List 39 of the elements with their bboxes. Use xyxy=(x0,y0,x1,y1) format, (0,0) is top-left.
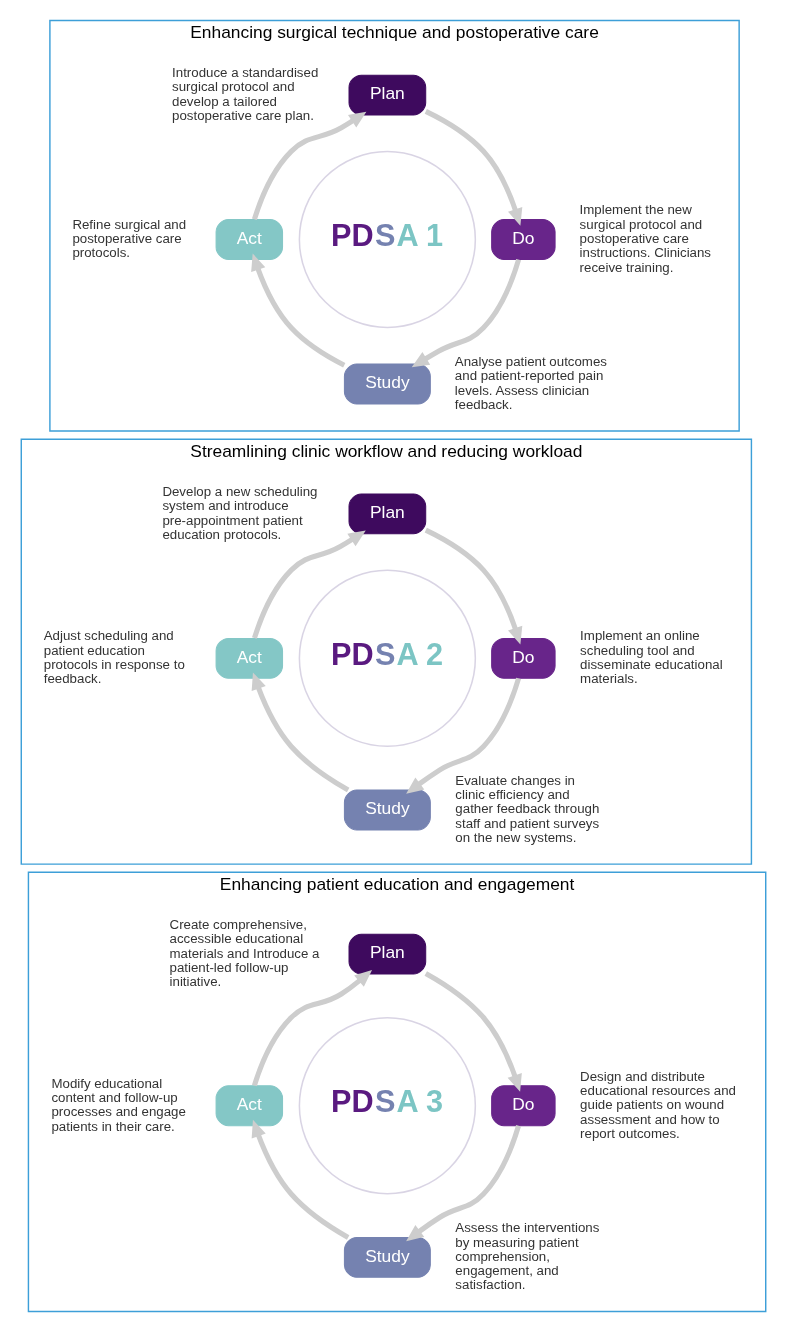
node-box: Do xyxy=(490,219,556,260)
node-label: Analyse patient outcomes and patient-reported pain levels. Assess clinician feedback. xyxy=(454,354,607,412)
node-box: Study xyxy=(343,1236,431,1278)
node-box: Do xyxy=(490,637,556,679)
node-label: Assess the interventions by measuring patient comprehension, engagement, and satisfaction. xyxy=(454,1220,599,1293)
node-box: Study xyxy=(343,363,431,405)
arrow xyxy=(424,971,522,1092)
node-label: Implement an online scheduling tool and disseminate educational materials. xyxy=(579,628,723,687)
node-box: Plan xyxy=(348,933,426,975)
node-label: Refine surgical and postoperative care protocols. xyxy=(71,216,186,261)
arrow xyxy=(424,527,522,645)
node-label: Evaluate changes in clinic efficiency and gather feedback through staff and patient surveys on the new systems. xyxy=(454,772,599,846)
arrow xyxy=(405,677,521,794)
arrow xyxy=(251,111,366,221)
arrow xyxy=(405,1125,521,1242)
node-box: Do xyxy=(490,1085,556,1127)
node-circle: PDSA 1 xyxy=(298,150,476,329)
arrow xyxy=(250,253,345,368)
node-box: Act xyxy=(215,219,283,260)
node-box: Study xyxy=(343,789,431,831)
node-box: Plan xyxy=(348,74,426,116)
arrow xyxy=(251,672,349,793)
node-box: Plan xyxy=(348,493,426,535)
node-label: Modify educational content and follow-up processes and engage patients in their care. xyxy=(50,1075,186,1134)
arrow xyxy=(251,970,372,1087)
arrow xyxy=(251,530,366,639)
arrow xyxy=(251,1119,349,1240)
node-box: Act xyxy=(215,1085,283,1127)
node-label: Implement the new surgical protocol and postoperative care instructions. Clinicians receive training. xyxy=(579,202,711,275)
arrow xyxy=(411,258,521,368)
arrow xyxy=(424,109,522,226)
node-box: Act xyxy=(215,637,283,679)
node-label: Develop a new scheduling system and introduce pre-appointment patient education protocols. xyxy=(161,483,317,542)
node-label: Create comprehensive, accessible educational materials and Introduce a patient-led follow-up initiative. xyxy=(169,916,319,990)
node-label: Introduce a standardised surgical protocol and develop a tailored postoperative care plan. xyxy=(171,65,318,124)
node-label: Adjust scheduling and patient education protocols in response to feedback. xyxy=(43,628,185,687)
node-label: Design and distribute educational resources and guide patients on wound assessment and how to report outcomes. xyxy=(579,1068,736,1141)
node-circle: PDSA 2 xyxy=(298,569,476,748)
node-circle: PDSA 3 xyxy=(298,1017,476,1195)
